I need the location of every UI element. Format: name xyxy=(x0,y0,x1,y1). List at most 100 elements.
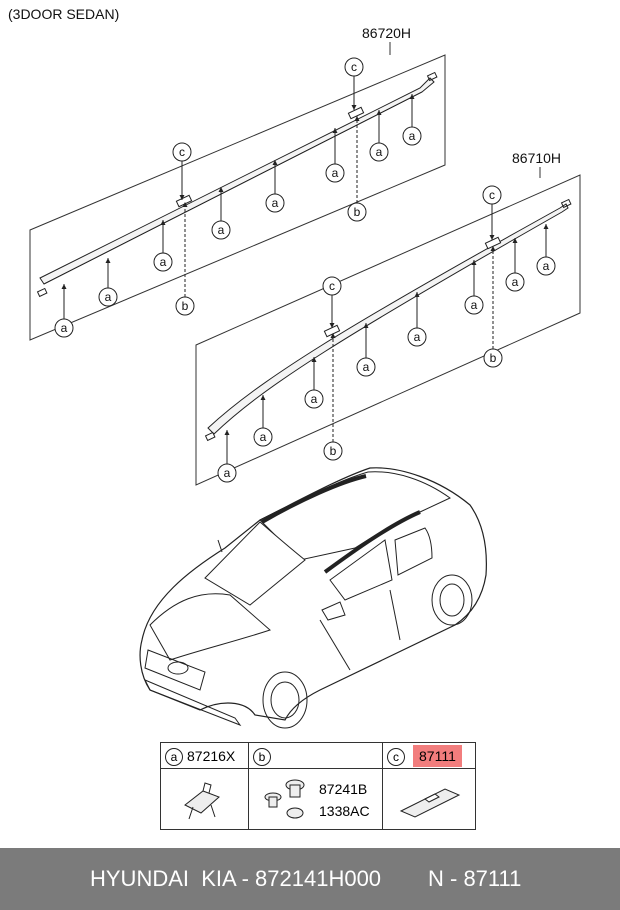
callout-label-a: a xyxy=(272,196,279,210)
callout-label-b: b xyxy=(354,205,361,219)
callout-label-c: c xyxy=(489,188,495,202)
callout-markers: a a b a c a a a b c a a a a b c a a a a b c a a xyxy=(54,57,556,483)
callout-label-a: a xyxy=(160,255,167,269)
lower-assembly-frame xyxy=(195,174,581,486)
callout-a: a xyxy=(369,142,389,162)
leader-arrow-a xyxy=(272,160,278,165)
callout-label-c: c xyxy=(329,279,335,293)
callout-label-c: c xyxy=(351,60,357,74)
leader-arrow-a xyxy=(543,224,549,229)
callout-b: b xyxy=(483,348,503,368)
callout-label-a: a xyxy=(543,259,550,273)
callout-label-b: b xyxy=(490,351,497,365)
callout-label-a: a xyxy=(512,275,519,289)
clip-b-icon xyxy=(264,779,305,819)
clip-c-icon xyxy=(399,788,461,818)
lower-roof-rail xyxy=(207,203,569,435)
leader-arrow-a xyxy=(414,292,420,297)
variant-label: (3DOOR SEDAN) xyxy=(8,6,120,22)
leader-arrow-a xyxy=(260,395,266,400)
upper-assembly: 86720H xyxy=(29,25,446,341)
leader-arrow-a xyxy=(512,238,518,243)
callout-label-a: a xyxy=(409,129,416,143)
leader-arrow-b xyxy=(490,246,496,251)
callout-a: a xyxy=(402,126,422,146)
callout-c: c xyxy=(322,276,342,296)
leader-arrow-b xyxy=(330,333,336,338)
leader-arrow-a xyxy=(218,187,224,192)
legend-c-part: 87111 xyxy=(413,745,462,767)
callout-a: a xyxy=(153,252,173,272)
callout-label-b: b xyxy=(330,444,337,458)
diagram-stage: (3DOOR SEDAN) 86720H 86710H xyxy=(8,6,581,830)
legend-a-marker: a xyxy=(165,748,183,767)
parts-diagram: 86720H 86710H a a b a c a a a b c a a a a b c a a a a b c a a xyxy=(29,25,581,729)
callout-c: c xyxy=(482,185,502,205)
callout-label-a: a xyxy=(332,166,339,180)
footer-part-code: HYUNDAI KIA - 872141H000 xyxy=(90,866,382,891)
legend-a-part: 87216X xyxy=(187,748,236,764)
callout-a: a xyxy=(464,295,484,315)
leader-arrow-c xyxy=(489,235,495,240)
callout-label-a: a xyxy=(105,290,112,304)
callout-label-a: a xyxy=(61,321,68,335)
leader-arrow-a xyxy=(376,110,382,115)
callout-label-c: c xyxy=(179,145,185,159)
callout-a: a xyxy=(505,272,525,292)
callout-b: b xyxy=(175,296,195,316)
leader-arrow-a xyxy=(160,220,166,225)
leader-arrow-c xyxy=(179,195,185,200)
callout-a: a xyxy=(356,357,376,377)
car-illustration xyxy=(139,467,487,729)
upper-part-number: 86720H xyxy=(362,25,411,41)
leader-arrow-b xyxy=(354,116,360,121)
callout-label-a: a xyxy=(471,298,478,312)
callout-a: a xyxy=(98,287,118,307)
callout-a: a xyxy=(325,163,345,183)
leader-arrow-a xyxy=(471,260,477,265)
leader-arrow-a xyxy=(363,323,369,328)
callout-a: a xyxy=(407,327,427,347)
leader-arrow-a xyxy=(311,357,317,362)
callout-label-b: b xyxy=(182,299,189,313)
leader-arrow-b xyxy=(182,202,188,207)
footer-bar: HYUNDAI KIA - 872141H000 N - 87111 xyxy=(0,848,620,910)
callout-b: b xyxy=(347,202,367,222)
leader-arrow-c xyxy=(351,105,357,110)
callout-leaders xyxy=(61,76,549,464)
callout-label-a: a xyxy=(363,360,370,374)
legend-b-part-2: 1338AC xyxy=(319,803,370,819)
leader-arrow-a xyxy=(224,430,230,435)
callout-a: a xyxy=(54,318,74,338)
callout-c: c xyxy=(344,57,364,77)
lower-assembly: 86710H xyxy=(195,150,581,486)
legend-c-marker: c xyxy=(387,748,405,767)
leader-arrow-c xyxy=(329,323,335,328)
callout-label-a: a xyxy=(260,430,267,444)
callout-label-a: a xyxy=(224,466,231,480)
leader-arrow-a xyxy=(105,258,111,263)
legend-b-marker: b xyxy=(253,748,271,767)
callout-a: a xyxy=(211,220,231,240)
callout-label-a: a xyxy=(376,145,383,159)
leader-arrow-a xyxy=(332,128,338,133)
lower-part-number: 86710H xyxy=(512,150,561,166)
clip-a-icon xyxy=(184,782,220,820)
callout-c: c xyxy=(172,142,192,162)
callout-a: a xyxy=(304,389,324,409)
legend-cell-b: b 87241B 1338AC xyxy=(249,743,383,829)
callout-label-a: a xyxy=(311,392,318,406)
callout-b: b xyxy=(323,441,343,461)
callout-a: a xyxy=(536,256,556,276)
leader-arrow-a xyxy=(409,94,415,99)
upper-assembly-frame xyxy=(29,54,446,341)
callout-a: a xyxy=(265,193,285,213)
legend-b-part-1: 87241B xyxy=(319,781,368,797)
callout-label-a: a xyxy=(218,223,225,237)
leader-arrow-a xyxy=(61,284,67,289)
legend-cell-c: c 87111 xyxy=(383,743,475,829)
callout-label-a: a xyxy=(414,330,421,344)
footer-ref-code: N - 87111 xyxy=(428,866,522,891)
